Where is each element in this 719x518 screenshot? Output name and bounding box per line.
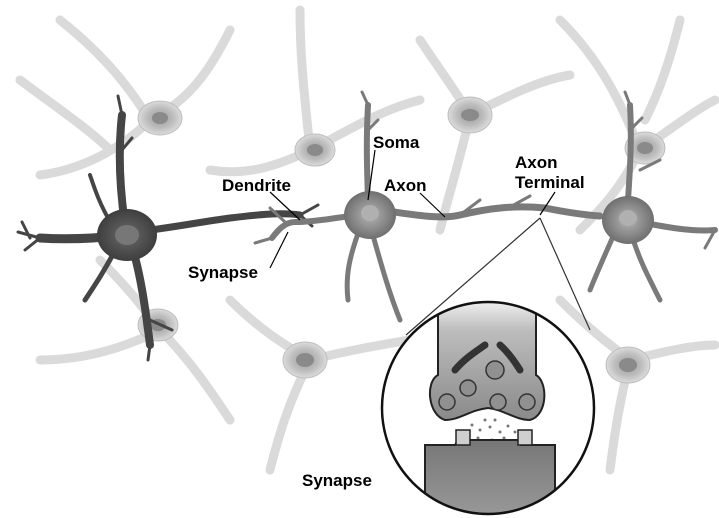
label-synapse-bottom: Synapse — [302, 471, 372, 490]
synapse-inset — [382, 300, 594, 518]
label-soma: Soma — [373, 133, 420, 152]
label-synapse-top: Synapse — [188, 263, 258, 282]
postsynaptic-membrane — [425, 440, 555, 518]
label-axon-terminal-line1: Axon — [515, 153, 558, 172]
label-dendrite: Dendrite — [222, 176, 291, 195]
label-axon: Axon — [384, 176, 427, 195]
label-axon-terminal-line2: Terminal — [515, 173, 585, 192]
